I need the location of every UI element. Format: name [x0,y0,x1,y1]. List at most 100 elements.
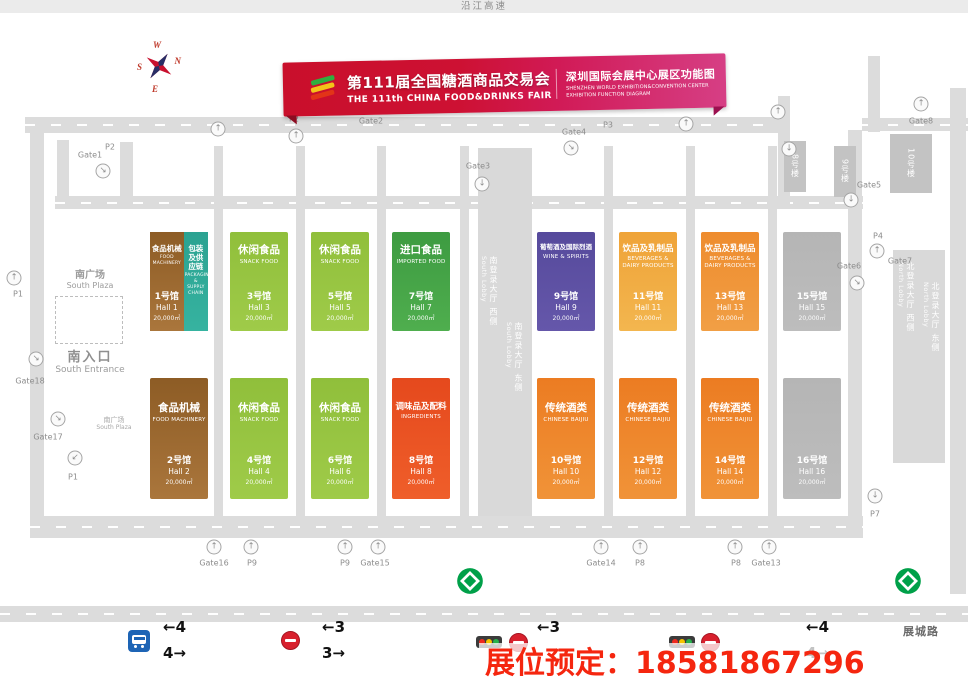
road-segment [120,142,133,204]
hall-category-en: BEVERAGES & DAIRY PRODUCTS [622,256,674,270]
gate-label-gate8: Gate8 [908,116,934,126]
metro-icon [457,568,484,595]
booking-watermark: 展位预定：18581867296 [479,643,968,684]
hall-category-en: SNACK FOOD [320,258,360,265]
direction-arrow-icon: ↘ [28,351,44,367]
compass-needle-icon [146,53,172,79]
hall-size: 20,000㎡ [165,479,193,486]
hall-number-cn: 1号馆 [154,292,179,302]
lobby-label-en: North Lobby [897,262,905,308]
lobby-label-cn: 北登录大厅 东侧 [931,282,940,353]
parking-label-p2: P2 [105,142,115,152]
lane-arrow-left: ←4 [163,618,187,636]
metro-icon [895,568,922,595]
gate-label-gate5: Gate5 [856,180,882,190]
hall-category-cn: 包装及供应链 [188,244,204,271]
south-plaza-small-cn: 南广场 [103,416,125,424]
hall-category-en: IMPORTED FOOD [396,258,446,265]
road-segment [55,196,863,209]
road-segment [950,88,966,594]
hall-size: 20,000㎡ [245,315,273,322]
no-entry-icon [281,631,300,650]
hall-size: 20,000㎡ [407,479,435,486]
hall-number-cn: 3号馆 [246,292,272,302]
lobby-label-en: North Lobby [922,282,930,328]
bus-icon [128,630,150,652]
map-element [493,639,500,645]
direction-arrow-icon: ↑ [761,539,777,555]
lobby-label-en: South Lobby [480,256,488,303]
direction-arrow-icon: ↙ [67,450,83,466]
no-entry-bar [705,640,716,645]
hall-size: 20,000㎡ [634,479,662,486]
south-plaza-small-label: 南广场 South Plaza [82,416,146,432]
road-segment [460,146,469,516]
direction-arrow-icon: ↘ [95,163,111,179]
map-element [686,639,693,645]
hall-size: 20,000㎡ [716,479,744,486]
direction-arrow-icon: ↑ [6,270,22,286]
compass-south: S [137,62,143,72]
hall-number-en: Hall 13 [716,303,744,312]
direction-arrow-icon: ↓ [781,141,797,157]
south-plaza-small-en: South Plaza [96,424,132,432]
banner-ribbon: 第111届全国糖酒商品交易会 THE 111th CHINA FOOD&DRIN… [282,53,727,117]
bus-wheel [134,645,137,648]
south-entrance-en: South Entrance [55,365,125,375]
compass-west: W [153,40,162,50]
parking-label-p3: P3 [603,120,613,130]
gate-label-gate13: Gate13 [751,558,781,568]
direction-arrow-icon: ↑ [770,104,786,120]
fair-banner: 第111届全国糖酒商品交易会 THE 111th CHINA FOOD&DRIN… [282,53,727,117]
hall-size: 20,000㎡ [245,479,273,486]
no-entry-bar [513,640,524,645]
hall-category [784,244,840,254]
direction-arrow-icon: ↑ [243,539,259,555]
lane-arrow-left: ←3 [322,618,346,636]
hall-number-en: Hall 11 [634,303,662,312]
hall-category-en: FOOD MACHINERY [152,255,181,266]
hall-category-en: BEVERAGES & DAIRY PRODUCTS [704,256,756,270]
hall-number-cn: 8号馆 [408,456,434,466]
gate-label-gate4: Gate4 [561,127,587,137]
lobby-label-en: South Lobby [505,322,513,369]
hall-category [784,402,840,412]
venue-map-title-cn: 深圳国际会展中心展区功能图 [565,67,716,84]
hall-category-cn: 葡萄酒及国际烈酒 [540,243,592,251]
hall-category-en: CHINESE BAIJIU [707,416,753,423]
parking-label-p1: P1 [68,472,78,482]
highway-label: 沿江高速 [460,1,507,12]
lobby-strip [478,148,532,516]
map-element [478,639,485,645]
south-plaza-en: South Plaza [66,281,114,290]
road-segment [686,146,695,516]
hall-number-en: Hall 15 [798,303,826,312]
direction-arrow-icon: ↓ [843,192,859,208]
hall-number-cn: 11号馆 [632,292,664,302]
gate-label-gate7: Gate7 [887,256,913,266]
hall-size: 20,000㎡ [798,479,826,486]
hall-category-cn: 调味品及配料 [395,402,447,412]
